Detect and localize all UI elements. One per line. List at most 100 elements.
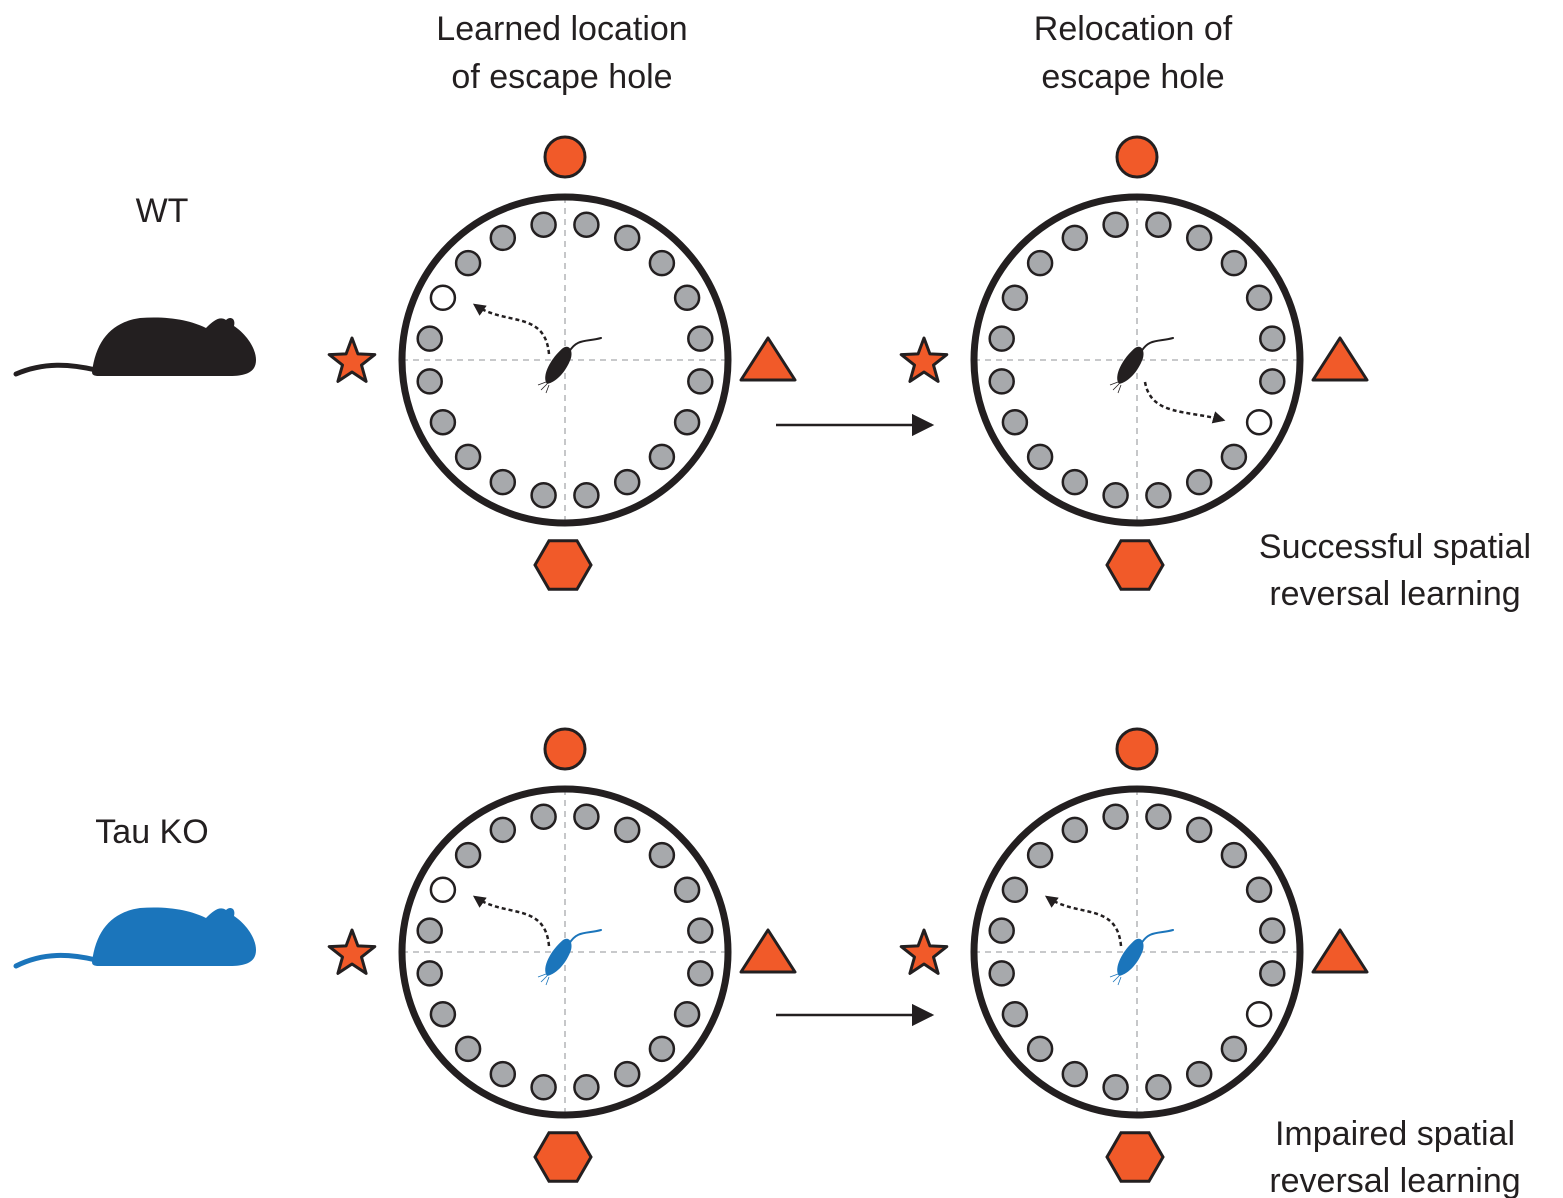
maze-hole	[687, 368, 714, 395]
escape-hole	[1245, 408, 1273, 436]
maze-hole	[1026, 443, 1054, 471]
maze-hole	[1259, 368, 1286, 395]
maze-hole	[988, 325, 1015, 352]
maze-hole	[416, 917, 443, 944]
maze-mouse-icon	[537, 337, 602, 394]
maze-hole	[530, 1074, 557, 1101]
maze-wt-relocated	[899, 135, 1369, 591]
maze-hole	[1220, 1035, 1248, 1063]
maze-hole	[454, 1035, 482, 1063]
triangle-cue-icon	[1311, 928, 1369, 974]
maze-hole	[530, 482, 557, 509]
maze-hole	[1220, 841, 1248, 869]
maze-hole	[1185, 468, 1213, 496]
row-label-tau-ko: Tau KO	[95, 813, 208, 851]
maze-mouse-icon	[537, 929, 602, 986]
maze-hole	[1061, 816, 1089, 844]
maze-hole	[1185, 1060, 1213, 1088]
maze-hole	[1102, 1074, 1129, 1101]
triangle-cue-icon	[739, 336, 797, 382]
triangle-cue-icon	[1311, 336, 1369, 382]
maze-hole	[687, 325, 714, 352]
maze-platform	[970, 785, 1304, 1119]
maze-hole	[613, 1060, 641, 1088]
maze-hole	[613, 816, 641, 844]
triangle-cue-icon	[739, 928, 797, 974]
maze-hole	[530, 211, 557, 238]
maze-hole	[1026, 841, 1054, 869]
maze-hole	[1145, 482, 1172, 509]
circle-cue-icon	[543, 727, 587, 771]
maze-hole	[1102, 482, 1129, 509]
maze-hole	[1026, 249, 1054, 277]
maze-hole	[429, 408, 457, 436]
maze-hole	[1245, 876, 1273, 904]
hexagon-cue-icon	[533, 1131, 593, 1183]
maze-hole	[454, 443, 482, 471]
maze-hole	[454, 249, 482, 277]
maze-platform	[970, 193, 1304, 527]
column-header-relocation-line2: escape hole	[1041, 58, 1224, 96]
maze-hole	[1259, 917, 1286, 944]
maze-hole	[573, 1074, 600, 1101]
column-header-learned-line2: of escape hole	[451, 58, 672, 96]
maze-hole	[489, 224, 517, 252]
column-header-relocation-line1: Relocation of	[1034, 10, 1233, 48]
star-cue-icon	[327, 336, 377, 383]
maze-hole	[573, 803, 600, 830]
maze-hole	[416, 325, 443, 352]
maze-hole	[988, 368, 1015, 395]
maze-hole	[1220, 443, 1248, 471]
maze-hole	[988, 960, 1015, 987]
maze-hole	[1102, 211, 1129, 238]
maze-hole	[687, 960, 714, 987]
maze-hole	[1102, 803, 1129, 830]
maze-hole	[489, 468, 517, 496]
maze-hole	[648, 1035, 676, 1063]
maze-hole	[1001, 284, 1029, 312]
maze-hole	[673, 408, 701, 436]
maze-hole	[1145, 1074, 1172, 1101]
maze-hole	[1026, 1035, 1054, 1063]
maze-mouse-icon	[1109, 929, 1174, 986]
maze-hole	[1001, 408, 1029, 436]
tau-ko-mouse-silhouette-icon	[13, 907, 256, 969]
escape-hole	[429, 876, 457, 904]
maze-hole	[1001, 876, 1029, 904]
maze-hole	[988, 917, 1015, 944]
maze-hole	[1259, 325, 1286, 352]
maze-hole	[648, 249, 676, 277]
maze-hole	[673, 284, 701, 312]
maze-hole	[416, 368, 443, 395]
maze-ko-relocated	[899, 727, 1369, 1183]
search-trajectory	[472, 895, 551, 947]
maze-hole	[573, 211, 600, 238]
star-cue-icon	[327, 928, 377, 975]
maze-wt-learned	[327, 135, 797, 591]
wt-mouse-silhouette-icon	[13, 317, 256, 377]
escape-hole	[429, 284, 457, 312]
maze-hole	[673, 1000, 701, 1028]
search-trajectory	[1143, 381, 1226, 424]
circle-cue-icon	[543, 135, 587, 179]
outcome-tau-ko-line2: reversal learning	[1269, 1162, 1520, 1198]
maze-hole	[1185, 224, 1213, 252]
maze-hole	[687, 917, 714, 944]
maze-hole	[416, 960, 443, 987]
maze-hole	[673, 876, 701, 904]
maze-hole	[1061, 468, 1089, 496]
maze-hole	[1220, 249, 1248, 277]
maze-hole	[613, 468, 641, 496]
star-cue-icon	[899, 928, 949, 975]
maze-hole	[1259, 960, 1286, 987]
maze-hole	[1001, 1000, 1029, 1028]
column-header-learned-line1: Learned location	[436, 10, 687, 48]
hexagon-cue-icon	[533, 539, 593, 591]
escape-hole	[1245, 1000, 1273, 1028]
maze-hole	[648, 841, 676, 869]
maze-hole	[1185, 816, 1213, 844]
maze-hole	[1145, 803, 1172, 830]
maze-platform	[398, 785, 732, 1119]
circle-cue-icon	[1115, 727, 1159, 771]
